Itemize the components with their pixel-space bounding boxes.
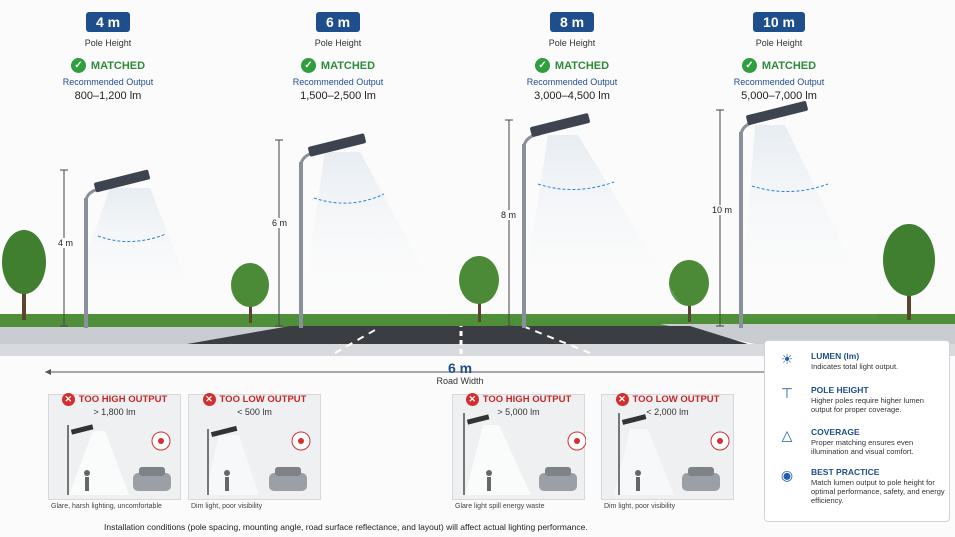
- legend-title: COVERAGE: [811, 427, 860, 437]
- matched-status: ✓MATCHED: [28, 58, 188, 73]
- footer-note: Installation conditions (pole spacing, m…: [104, 522, 588, 532]
- panel-value: > 5,000 lm: [497, 407, 540, 417]
- panel-title: TOO HIGH OUTPUT: [482, 394, 572, 405]
- legend-title: LUMEN (lm): [811, 351, 860, 361]
- legend-item-coverage: △ COVERAGE Proper matching ensures even …: [773, 427, 945, 456]
- legend-title: BEST PRACTICE: [811, 467, 880, 477]
- height-label: Pole Height: [755, 38, 803, 48]
- recommended-label: Recommended Output: [526, 77, 618, 87]
- height-label: Pole Height: [84, 38, 132, 48]
- column-10m: 10 m Pole Height ✓MATCHED Recommended Ou…: [699, 12, 859, 102]
- column-4m: 4 m Pole Height ✓MATCHED Recommended Out…: [28, 12, 188, 102]
- lumen-range: 1,500–2,500 lm: [300, 90, 376, 102]
- lumen-range: 800–1,200 lm: [74, 90, 142, 102]
- column-8m: 8 m Pole Height ✓MATCHED Recommended Out…: [492, 12, 652, 102]
- panel-title: TOO HIGH OUTPUT: [78, 394, 168, 405]
- check-icon: ✓: [70, 58, 86, 73]
- legend-item-pole: ⊤ POLE HEIGHT Higher poles require highe…: [773, 385, 945, 414]
- panel-value: < 500 lm: [237, 407, 272, 417]
- pole-6m: [299, 133, 366, 328]
- pole-height-tag-10m: 10 m: [712, 205, 733, 215]
- road-width: 6 m Road Width: [420, 360, 500, 386]
- panel-too-low-2: ✕TOO LOW OUTPUT < 2,000 lm Dim light, po…: [601, 393, 734, 510]
- panel-value: < 2,000 lm: [646, 407, 689, 417]
- x-icon: ✕: [465, 393, 479, 406]
- panel-value: > 1,800 lm: [93, 407, 136, 417]
- pole-4m: [84, 169, 150, 328]
- lumen-range: 3,000–4,500 lm: [534, 90, 610, 102]
- legend-desc: Match lumen output to pole height for op…: [811, 478, 945, 505]
- lumen-range: 5,000–7,000 lm: [741, 90, 817, 102]
- height-badge: 8 m: [549, 12, 595, 32]
- pole-10m: [739, 101, 808, 328]
- panel-title: TOO LOW OUTPUT: [219, 394, 307, 405]
- recommended-label: Recommended Output: [292, 77, 384, 87]
- tree-3: [459, 256, 499, 322]
- pole-height-tag-8m: 8 m: [501, 210, 517, 220]
- x-icon: ✕: [61, 393, 75, 406]
- coverage-icon: △: [781, 427, 793, 443]
- pole-height-tag-6m: 6 m: [272, 218, 288, 228]
- legend-box: ☀ LUMEN (lm) Indicates total light outpu…: [764, 340, 950, 522]
- tree-right: [883, 224, 935, 320]
- x-icon: ✕: [202, 393, 216, 406]
- panel-caption: Glare, harsh lighting, uncomfortable: [51, 503, 162, 510]
- matched-status: ✓MATCHED: [258, 58, 418, 73]
- panel-illustration: [463, 413, 586, 495]
- recommended-label: Recommended Output: [733, 77, 825, 87]
- panel-caption: Dim light, poor visibility: [604, 503, 676, 510]
- panel-illustration: [205, 425, 311, 495]
- legend-desc: Higher poles require higher lumen output…: [811, 396, 924, 414]
- tree-2: [231, 263, 269, 323]
- legend-item-best-practice: ◉ BEST PRACTICE Match lumen output to po…: [773, 467, 945, 505]
- tree-4: [669, 260, 709, 322]
- road-width-value: 6 m: [447, 360, 473, 376]
- panel-illustration: [67, 424, 171, 495]
- legend-item-lumen: ☀ LUMEN (lm) Indicates total light outpu…: [773, 351, 945, 371]
- panel-too-low-1: ✕TOO LOW OUTPUT < 500 lm Dim light, poor…: [188, 393, 321, 510]
- pole-icon: ⊤: [780, 385, 794, 401]
- height-label: Pole Height: [314, 38, 362, 48]
- height-badge: 10 m: [753, 12, 805, 32]
- matched-status: ✓MATCHED: [699, 58, 859, 73]
- x-icon: ✕: [615, 393, 629, 406]
- check-icon: ✓: [300, 58, 316, 73]
- pole-height-tag-4m: 4 m: [58, 238, 74, 248]
- check-icon: ✓: [741, 58, 757, 73]
- panel-caption: Dim light, poor visibility: [191, 503, 263, 510]
- panel-title: TOO LOW OUTPUT: [632, 394, 720, 405]
- sun-icon: ☀: [780, 351, 794, 367]
- height-label: Pole Height: [548, 38, 596, 48]
- tree-left: [2, 230, 46, 320]
- panel-caption: Glare light spill energy waste: [455, 503, 545, 510]
- eye-icon: ◉: [780, 467, 794, 483]
- column-6m: 6 m Pole Height ✓MATCHED Recommended Out…: [258, 12, 418, 102]
- panel-too-high-1: ✕TOO HIGH OUTPUT > 1,800 lm Glare, harsh…: [48, 393, 181, 510]
- height-badge: 6 m: [315, 12, 361, 32]
- matched-status: ✓MATCHED: [492, 58, 652, 73]
- recommended-label: Recommended Output: [62, 77, 154, 87]
- pole-8m: [522, 113, 590, 328]
- legend-desc: Proper matching ensures even illuminatio…: [811, 438, 914, 456]
- legend-desc: Indicates total light output.: [811, 362, 899, 371]
- check-icon: ✓: [534, 58, 550, 73]
- road-width-label: Road Width: [436, 376, 484, 386]
- legend-title: POLE HEIGHT: [811, 385, 869, 395]
- height-badge: 4 m: [85, 12, 131, 32]
- panel-too-high-2: ✕TOO HIGH OUTPUT > 5,000 lm Glare light …: [452, 393, 586, 510]
- panel-illustration: [614, 413, 730, 495]
